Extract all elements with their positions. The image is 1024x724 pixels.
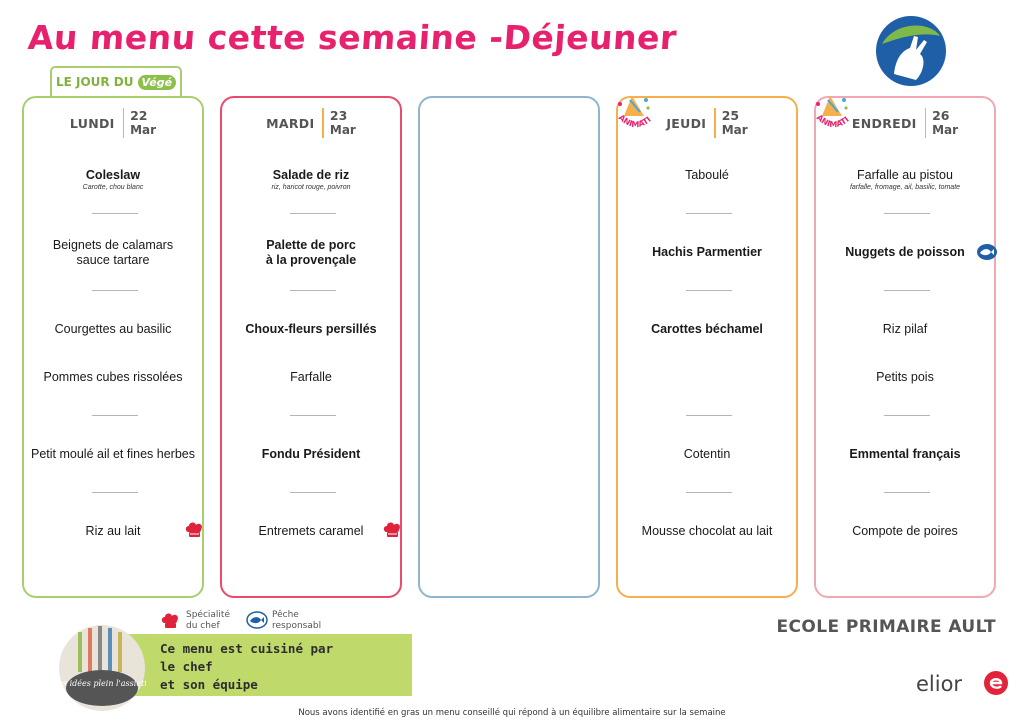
- fish-icon: [977, 244, 997, 260]
- date-separator: [714, 108, 716, 138]
- dish: Nuggets de poisson: [845, 245, 965, 259]
- divider: [290, 492, 336, 493]
- day-date: 25 Mar: [721, 108, 748, 138]
- date-separator: [322, 108, 324, 138]
- page-title: Au menu cette semaine -Déjeuner: [26, 18, 679, 57]
- divider: [686, 213, 732, 214]
- animation-party-icon: ANIMATION: [812, 92, 851, 129]
- day-card-monday: LUNDI 22 Mar Coleslaw Carotte, chou blan…: [22, 96, 204, 598]
- divider: [92, 415, 138, 416]
- date-number: 23: [329, 108, 348, 123]
- veg-day-badge: LE JOUR DU Végé: [50, 66, 182, 96]
- divider: [884, 492, 930, 493]
- day-card-thursday: JEUDI 25 Mar Taboulé Hachis Parmentier C…: [616, 96, 798, 598]
- divider: [686, 492, 732, 493]
- footer-note: Nous avons identifié en gras un menu con…: [298, 708, 726, 718]
- dish: Compote de poires: [852, 524, 958, 538]
- chef-hat-icon: [383, 522, 400, 537]
- dish: Emmental français: [849, 447, 961, 461]
- brand-name: elior: [916, 672, 963, 696]
- dish: Palette de porc à la provençale: [265, 238, 357, 267]
- divider: [686, 290, 732, 291]
- divider: [290, 213, 336, 214]
- divider: [290, 290, 336, 291]
- divider: [884, 213, 930, 214]
- date-month: Mar: [932, 123, 959, 137]
- dish: Farfalle au pistou farfalle, fromage, ai…: [820, 168, 990, 193]
- date-number: 22: [130, 108, 148, 123]
- day-card-wednesday: [418, 96, 600, 598]
- divider: [92, 290, 138, 291]
- dish: Petit moulé ail et fines herbes: [31, 447, 195, 461]
- chef-message-box: [124, 634, 412, 696]
- dish: Pommes cubes rissolées: [43, 370, 183, 384]
- legend-fish-label: Pêche responsabl: [272, 610, 322, 631]
- dish-label: Coleslaw: [85, 168, 141, 182]
- day-date: 22 Mar: [130, 108, 157, 138]
- chef-message: Ce menu est cuisiné par le chef et son é…: [160, 641, 334, 692]
- dish: Hachis Parmentier: [652, 245, 762, 259]
- chef-hat-icon: [161, 613, 178, 628]
- ideas-plate-logo: Des idées plein l'assiette: [58, 625, 146, 711]
- veg-badge-word: Végé: [137, 74, 177, 90]
- day-name: LUNDI: [69, 115, 115, 131]
- dish-label: Farfalle au pistou: [857, 168, 953, 182]
- chef-hat-icon: [185, 522, 202, 537]
- dish: Cotentin: [683, 447, 731, 461]
- date-month: Mar: [721, 123, 748, 137]
- dish-ingredients: riz, haricot rouge, poivron: [271, 184, 351, 191]
- dish: Fondu Président: [261, 447, 361, 461]
- date-number: 25: [721, 108, 740, 123]
- divider: [92, 492, 138, 493]
- day-header: ENDREDI 26 Mar: [816, 106, 994, 140]
- dish: Choux-fleurs persillés: [245, 322, 377, 336]
- day-date: 23 Mar: [329, 108, 356, 138]
- day-header: LUNDI 22 Mar: [24, 106, 202, 140]
- day-name: ENDREDI: [851, 115, 917, 131]
- dish: Riz pilaf: [882, 322, 928, 336]
- divider: [290, 415, 336, 416]
- legend-chef-label: Spécialité du chef: [186, 610, 230, 631]
- dish: Riz au lait: [85, 524, 141, 538]
- day-name: MARDI: [266, 115, 315, 131]
- day-name: JEUDI: [666, 115, 707, 131]
- dish: Taboulé: [685, 168, 729, 182]
- date-separator: [924, 108, 927, 138]
- day-header: JEUDI 25 Mar: [618, 106, 796, 140]
- date-month: Mar: [329, 123, 356, 137]
- dish: Petits pois: [876, 370, 934, 384]
- divider: [686, 415, 732, 416]
- elior-e-icon: [984, 671, 1008, 695]
- animation-party-icon: ANIMATION: [614, 92, 653, 129]
- date-month: Mar: [130, 123, 157, 137]
- dish: Salade de riz riz, haricot rouge, poivro…: [226, 168, 396, 193]
- day-card-friday: ENDREDI 26 Mar Farfalle au pistou farfal…: [814, 96, 997, 598]
- divider: [92, 213, 138, 214]
- dish: Carottes béchamel: [651, 322, 763, 336]
- dish-label: Salade de riz: [272, 168, 350, 182]
- date-separator: [122, 108, 125, 138]
- dish: Beignets de calamars sauce tartare: [52, 238, 174, 267]
- dish: Coleslaw Carotte, chou blanc: [28, 168, 198, 193]
- client-logo: [876, 16, 946, 86]
- day-header: MARDI 23 Mar: [222, 106, 400, 140]
- dish: Mousse chocolat au lait: [641, 524, 773, 538]
- divider: [884, 290, 930, 291]
- divider: [884, 415, 930, 416]
- day-date: 26 Mar: [932, 108, 959, 138]
- ideas-plate-text: Des idées plein l'assiette: [58, 679, 146, 688]
- date-number: 26: [932, 108, 950, 123]
- fish-icon: [246, 611, 268, 629]
- day-card-tuesday: MARDI 23 Mar Salade de riz riz, haricot …: [220, 96, 402, 598]
- school-name: ECOLE PRIMAIRE AULT: [776, 617, 996, 637]
- dish-ingredients: farfalle, fromage, ail, basilic, tomate: [849, 184, 961, 191]
- dish: Entremets caramel: [258, 524, 364, 538]
- veg-badge-text: LE JOUR DU: [55, 75, 134, 89]
- dish: Courgettes au basilic: [54, 322, 172, 336]
- dish: Farfalle: [290, 370, 332, 384]
- dish-ingredients: Carotte, chou blanc: [82, 184, 144, 191]
